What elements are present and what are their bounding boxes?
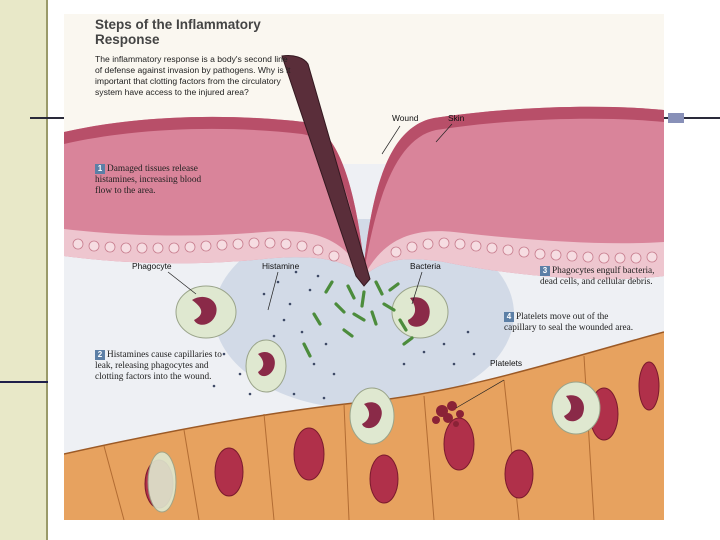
step-3-text: Phagocytes engulf bacteria, dead cells, …	[540, 266, 654, 287]
step-4-text: Platelets move out of the capillary to s…	[504, 312, 633, 333]
inflammatory-response-figure: Steps of the Inflammatory Response The i…	[64, 14, 664, 520]
label-histamine: Histamine	[262, 261, 299, 272]
label-platelets: Platelets	[490, 358, 522, 369]
slide-divider-left	[0, 381, 48, 383]
slide-side-band	[0, 0, 48, 540]
step-4-number: 4	[504, 312, 514, 322]
label-wound: Wound	[392, 113, 418, 124]
step-1-text: Damaged tissues release histamines, incr…	[95, 164, 201, 196]
label-skin: Skin	[448, 113, 464, 124]
step-1-number: 1	[95, 164, 105, 174]
slide-divider-top-left	[30, 117, 66, 119]
step-3-number: 3	[540, 266, 550, 276]
figure-intro-text: The inflammatory response is a body's se…	[95, 54, 295, 98]
label-phagocyte: Phagocyte	[132, 261, 172, 272]
step-2-text: Histamines cause capillaries to leak, re…	[95, 350, 222, 382]
slide-accent-square	[668, 113, 684, 123]
label-bacteria: Bacteria	[410, 261, 441, 272]
figure-title: Steps of the Inflammatory Response	[95, 17, 315, 47]
step-2-number: 2	[95, 350, 105, 360]
